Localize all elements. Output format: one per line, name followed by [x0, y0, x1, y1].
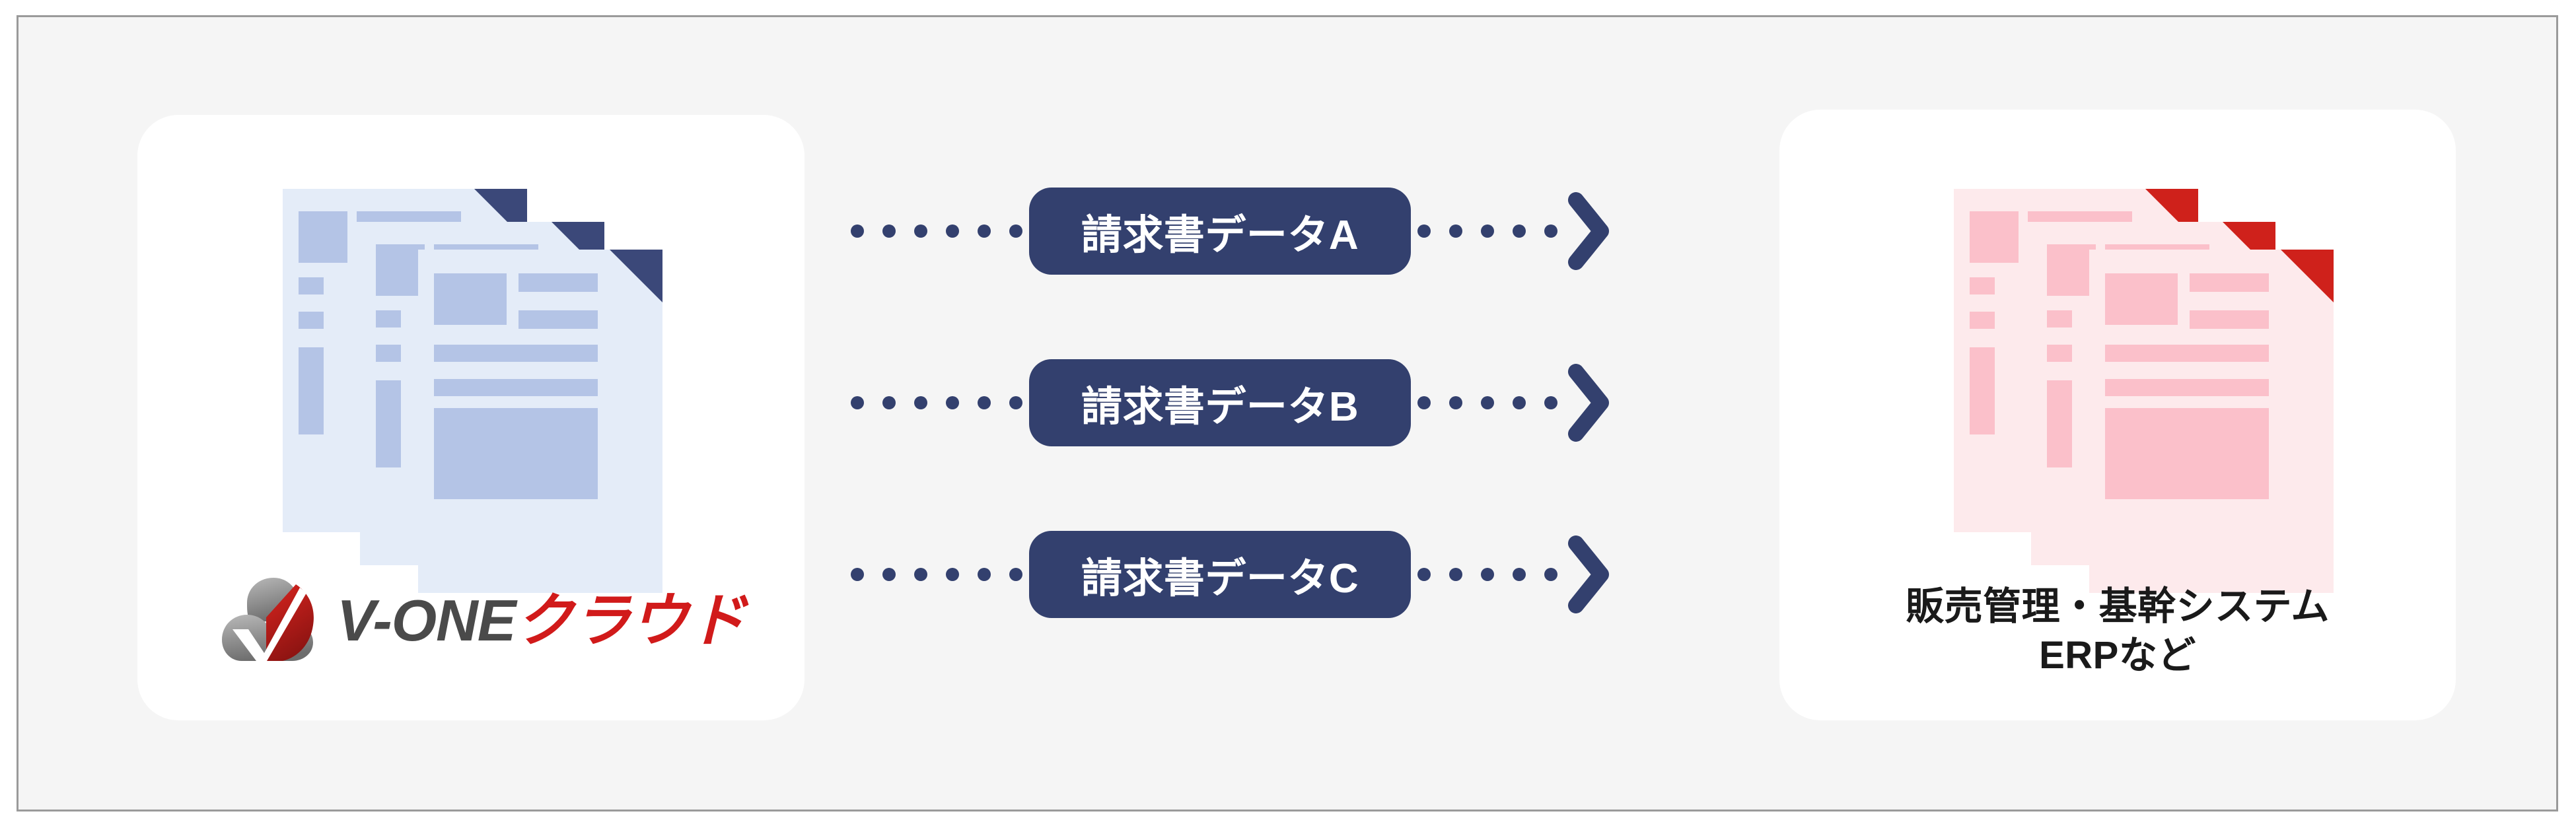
document-block [376, 310, 401, 328]
document-block [434, 408, 598, 499]
document-block [299, 347, 324, 434]
document-block [1970, 347, 1995, 434]
document-block [376, 244, 425, 296]
document-block [434, 273, 507, 325]
vone-cloud-logo: V-ONEクラウド [217, 570, 746, 671]
document-fold-corner-icon [2281, 250, 2334, 302]
document-page [2089, 250, 2334, 593]
document-block [2047, 345, 2072, 362]
outer-frame: V-ONEクラウド 請求書データA 請求書データB [17, 15, 2558, 811]
vone-cloud-wordmark: V-ONEクラウド [337, 592, 746, 650]
document-block [2028, 211, 2132, 222]
connector-row: 請求書データB [851, 357, 1789, 449]
document-block [299, 277, 324, 294]
document-block [519, 310, 598, 329]
cloud-checkmark-logo-icon [217, 571, 322, 670]
document-page [418, 250, 662, 593]
chevron-right-icon [1568, 535, 1609, 613]
dotted-line-leading [851, 568, 1022, 581]
document-block [1970, 312, 1995, 329]
dotted-line-trailing [1417, 224, 1557, 238]
caption-line-2: ERPなど [2039, 634, 2196, 677]
document-block [434, 379, 598, 396]
chevron-right-icon [1568, 192, 1609, 270]
document-block [2047, 244, 2096, 296]
caption-line-1: 販売管理・基幹システム [1906, 585, 2330, 628]
document-stack-blue-icon [283, 176, 662, 593]
document-block [1970, 211, 2019, 263]
chevron-right-icon [1568, 364, 1609, 442]
document-block [2190, 310, 2269, 329]
document-block [2190, 273, 2269, 292]
data-label-pill-c[interactable]: 請求書データC [1029, 531, 1411, 618]
document-block [376, 345, 401, 362]
document-stack-pink-icon [1954, 176, 2334, 593]
document-fold-corner-icon [610, 250, 662, 302]
document-block [434, 345, 598, 362]
document-block [2105, 273, 2178, 325]
target-card-caption: 販売管理・基幹システム ERPなど [1793, 582, 2443, 680]
document-block [2105, 408, 2269, 499]
data-label-pill-b[interactable]: 請求書データB [1029, 359, 1411, 446]
document-block [2105, 345, 2269, 362]
logo-text-secondary: クラウド [515, 588, 746, 653]
dotted-line-leading [851, 396, 1022, 409]
document-block [299, 312, 324, 329]
document-block [2047, 380, 2072, 467]
dotted-line-leading [851, 224, 1022, 238]
document-block [376, 380, 401, 467]
document-block [299, 211, 347, 263]
connector-row: 請求書データC [851, 528, 1789, 621]
dotted-line-trailing [1417, 396, 1557, 409]
connector-row: 請求書データA [851, 185, 1789, 277]
document-block [2047, 310, 2072, 328]
data-label-pill-a[interactable]: 請求書データA [1029, 188, 1411, 275]
logo-text-primary: V-ONE [337, 588, 516, 653]
document-block [2105, 379, 2269, 396]
document-block [519, 273, 598, 292]
document-block [1970, 277, 1995, 294]
dotted-line-trailing [1417, 568, 1557, 581]
document-block [357, 211, 461, 222]
